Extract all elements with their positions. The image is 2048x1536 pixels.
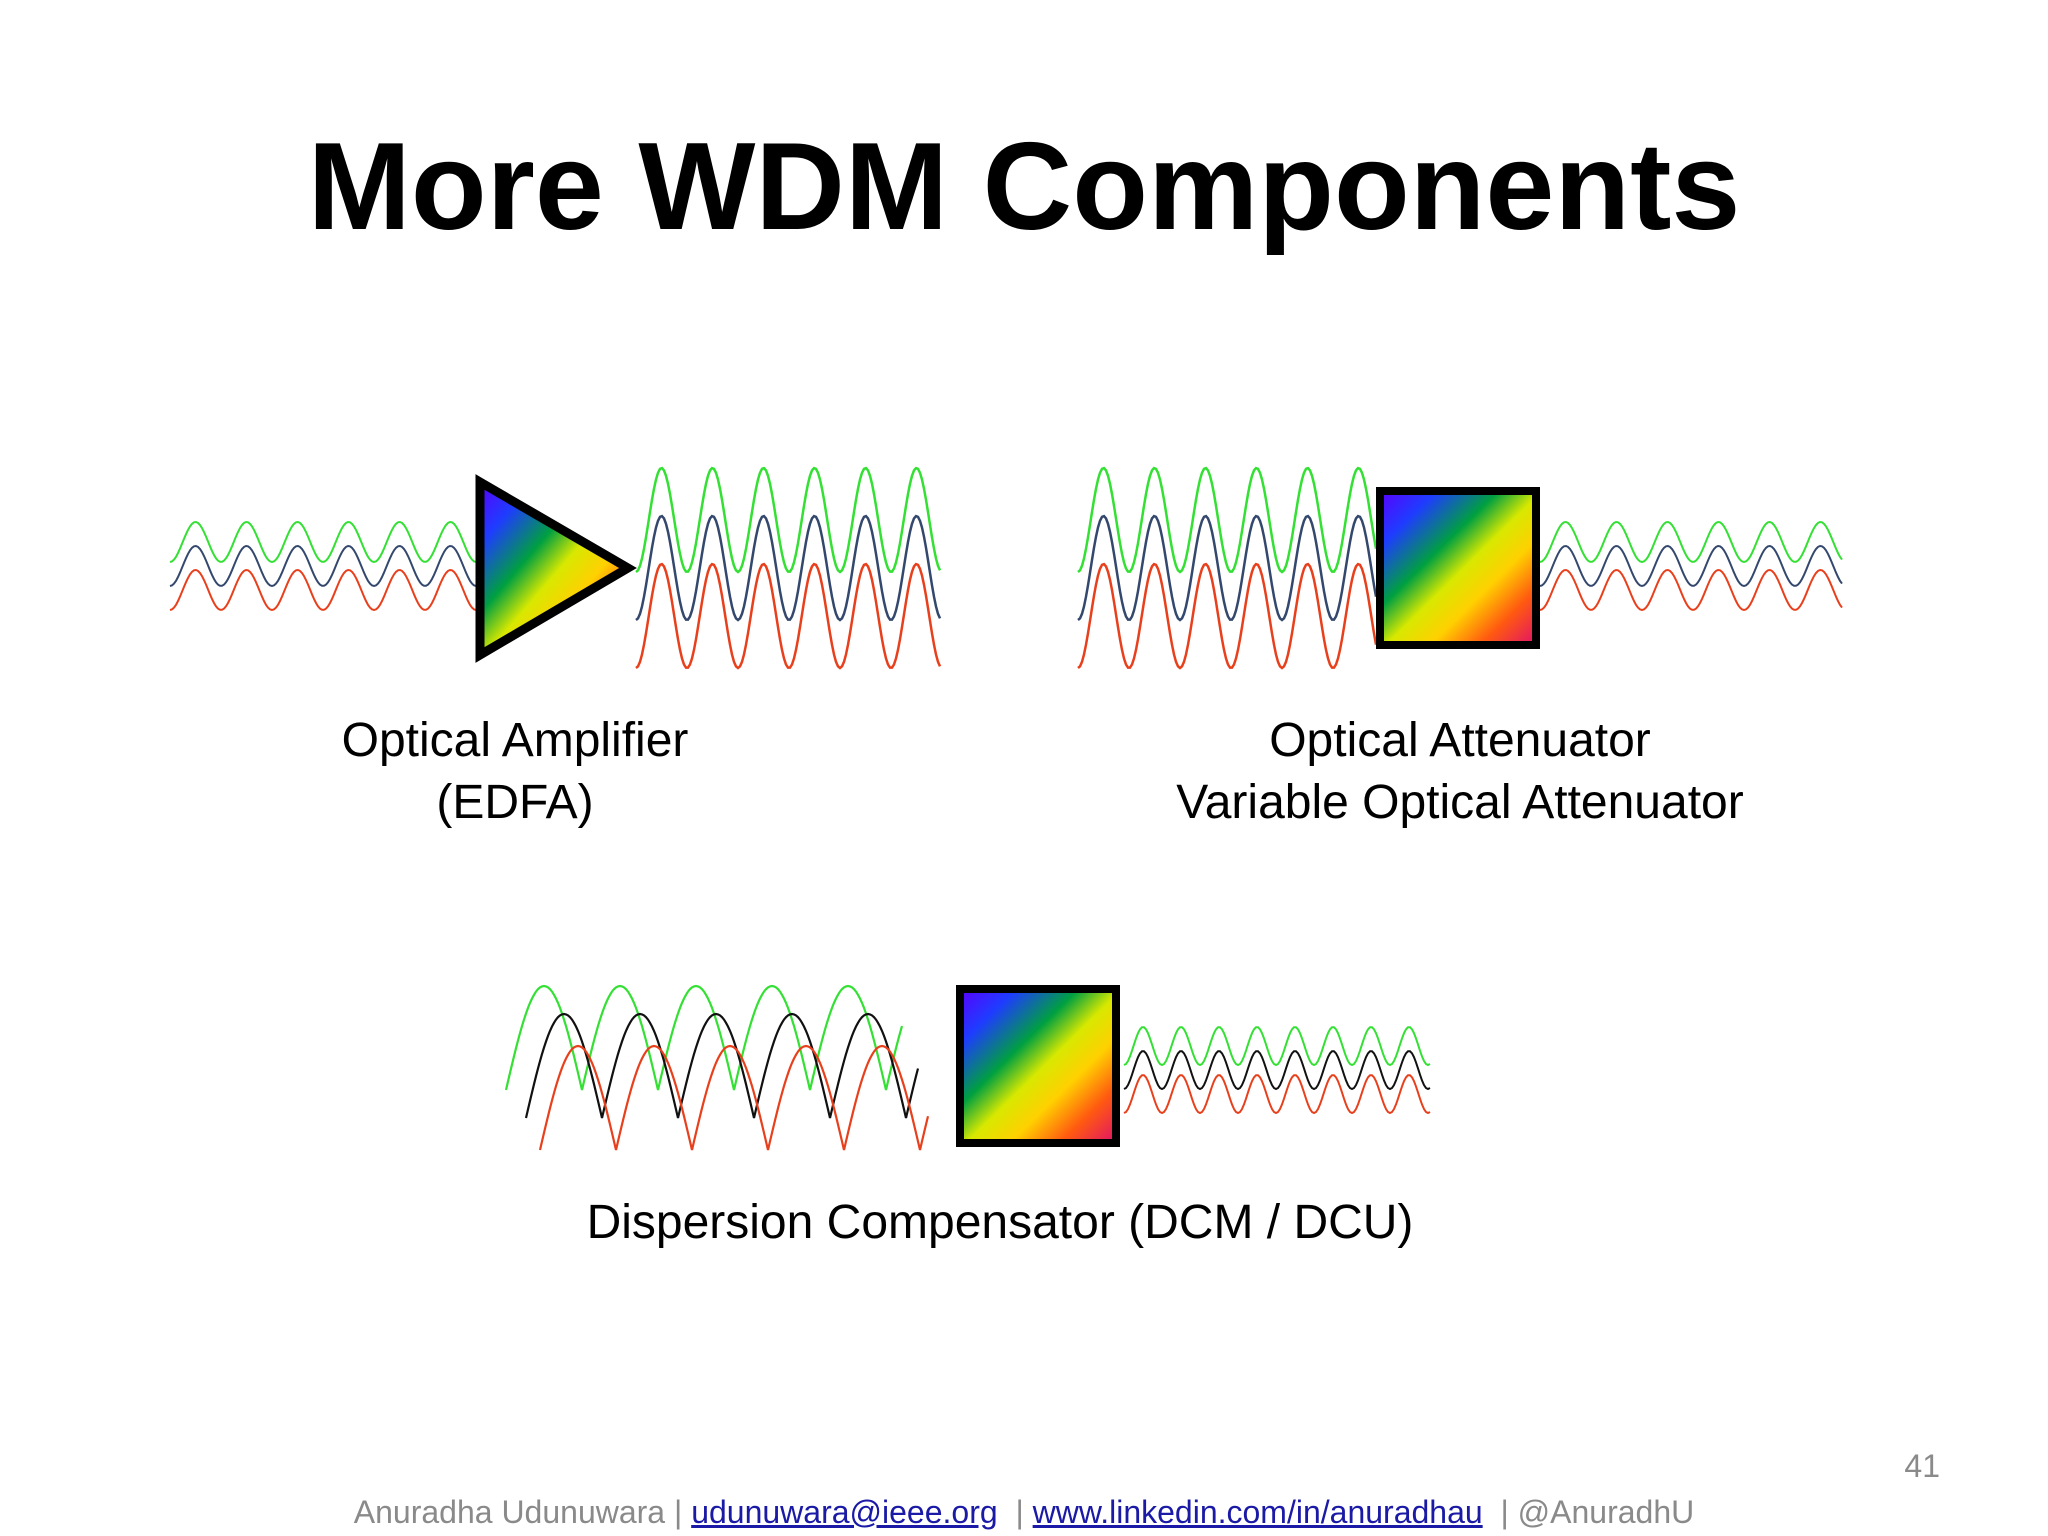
footer-author: Anuradha Udunuwara — [353, 1494, 666, 1530]
amp-input-wave-red — [169, 568, 479, 612]
dcm-output-wave-black — [1123, 1050, 1431, 1091]
att-input-wave-blue — [1077, 514, 1378, 622]
attenuator-label-line2: Variable Optical Attenuator — [1176, 776, 1744, 829]
footer: Anuradha Udunuwara | udunuwara@ieee.org … — [0, 1494, 2048, 1531]
slide-title: More WDM Components — [307, 118, 1741, 256]
dcm-input-pulses-red — [538, 1044, 930, 1151]
attenuator-group — [1077, 466, 1843, 670]
footer-separator: | — [1500, 1494, 1509, 1530]
footer-separator: | — [1015, 1494, 1024, 1530]
page-number: 41 — [1904, 1448, 1940, 1484]
att-input-wave-red — [1077, 562, 1378, 670]
amp-output-wave-blue — [635, 514, 942, 622]
amplifier-label-line2: (EDFA) — [436, 776, 594, 829]
triangle-amplifier-icon — [475, 474, 637, 663]
dispersion-group — [504, 984, 1431, 1151]
attenuator-label: Optical Attenuator Variable Optical Atte… — [1080, 710, 1840, 834]
dispersion-label-line1: Dispersion Compensator (DCM / DCU) — [586, 1196, 1414, 1249]
square-compensator-icon — [956, 985, 1120, 1147]
att-output-wave-red — [1539, 568, 1843, 612]
footer-handle: @AnuradhU — [1517, 1494, 1695, 1530]
amp-input-wave-blue — [169, 544, 479, 588]
amplifier-label-line1: Optical Amplifier — [341, 714, 689, 767]
att-input-wave-green — [1077, 466, 1378, 574]
amp-output-wave-red — [635, 562, 942, 670]
dcm-output-wave-red — [1123, 1074, 1431, 1115]
dcm-input-pulses-green — [504, 984, 904, 1091]
dcm-output-wave-green — [1123, 1026, 1431, 1067]
dispersion-label: Dispersion Compensator (DCM / DCU) — [480, 1192, 1520, 1254]
attenuator-label-line1: Optical Attenuator — [1269, 714, 1651, 767]
amp-output-wave-green — [635, 466, 942, 574]
footer-email-link[interactable]: udunuwara@ieee.org — [691, 1494, 998, 1530]
footer-separator: | — [673, 1494, 683, 1530]
dcm-input-pulses-black — [524, 1012, 920, 1119]
att-output-wave-blue — [1539, 544, 1843, 588]
att-output-wave-green — [1539, 520, 1843, 564]
footer-linkedin-link[interactable]: www.linkedin.com/in/anuradhau — [1032, 1494, 1483, 1530]
square-attenuator-icon — [1376, 487, 1540, 649]
amplifier-label: Optical Amplifier (EDFA) — [260, 710, 770, 834]
amp-input-wave-green — [169, 520, 479, 564]
amplifier-group — [169, 466, 942, 670]
